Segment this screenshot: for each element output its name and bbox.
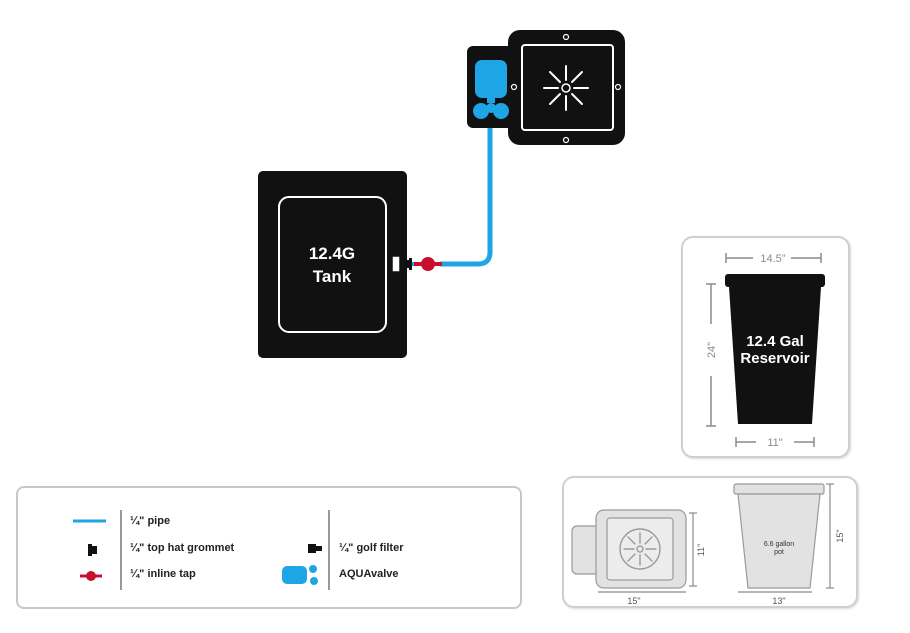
aquavalve-legend-icon [282,565,318,585]
tank-label-line1: 12.4G [309,244,355,263]
pot-dimensions-drawing: 11" 15" 6.6 gallon pot 15" 13" [571,483,845,606]
pot-unit [467,30,625,145]
golf-filter-legend-label: ¼" golf filter [339,542,404,554]
inline-tap-legend-icon [80,571,102,581]
drain-star-icon [543,65,589,111]
reservoir-label-line2: Reservoir [740,350,809,367]
reservoir-height-label: 24" [706,342,718,358]
reservoir-tank: 12.4G Tank [258,171,407,358]
pipe-legend-label: ¼" pipe [130,515,171,527]
legend-symbols [73,510,330,590]
grommet-legend-icon [88,544,97,556]
inline-tap [414,257,442,271]
golf-filter-legend-icon [308,544,322,553]
legend: ¼" pipe ¼" top hat grommet ¼" inline tap… [16,486,522,609]
tray-top-view [571,509,687,589]
reservoir-bucket-icon [725,274,825,424]
reservoir-width-top-label: 14.5" [760,253,785,265]
grommet-fitting [391,255,412,273]
aquavalve-legend-label: AQUAvalve [339,568,399,580]
reservoir-width-bottom-label: 11" [767,437,782,449]
tray-drain-icon [619,528,661,570]
pot-label-line1: 6.6 gallon [764,541,794,548]
reservoir-dimensions-drawing: 14.5" 24" 11" 12.4 Gal Reservoir [706,253,825,449]
quarter-inch-pipe [440,118,493,267]
pot-label-line2: pot [774,549,784,556]
pot-width-label: 13" [772,596,785,606]
tray-height-label: 11" [696,544,706,557]
tank-label-line2: Tank [313,267,352,286]
inline-tap-legend-label: ¼" inline tap [130,568,196,580]
pot-side-view [733,483,825,589]
pot-height-label: 15" [835,529,845,542]
aquavalve-icon [473,60,509,119]
grommet-legend-label: ¼" top hat grommet [130,542,235,554]
tray-width-label: 15" [627,596,640,606]
reservoir-label-line1: 12.4 Gal [746,333,804,350]
